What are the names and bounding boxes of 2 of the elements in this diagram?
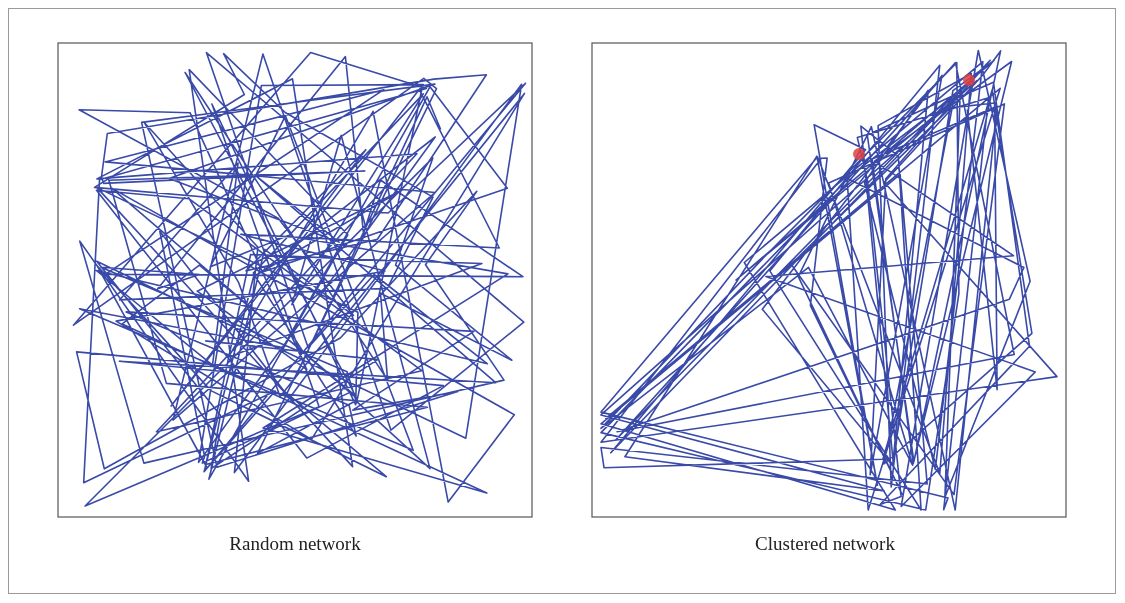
panel-caption: Random network — [229, 533, 361, 555]
panel-caption: Clustered network — [755, 533, 895, 555]
